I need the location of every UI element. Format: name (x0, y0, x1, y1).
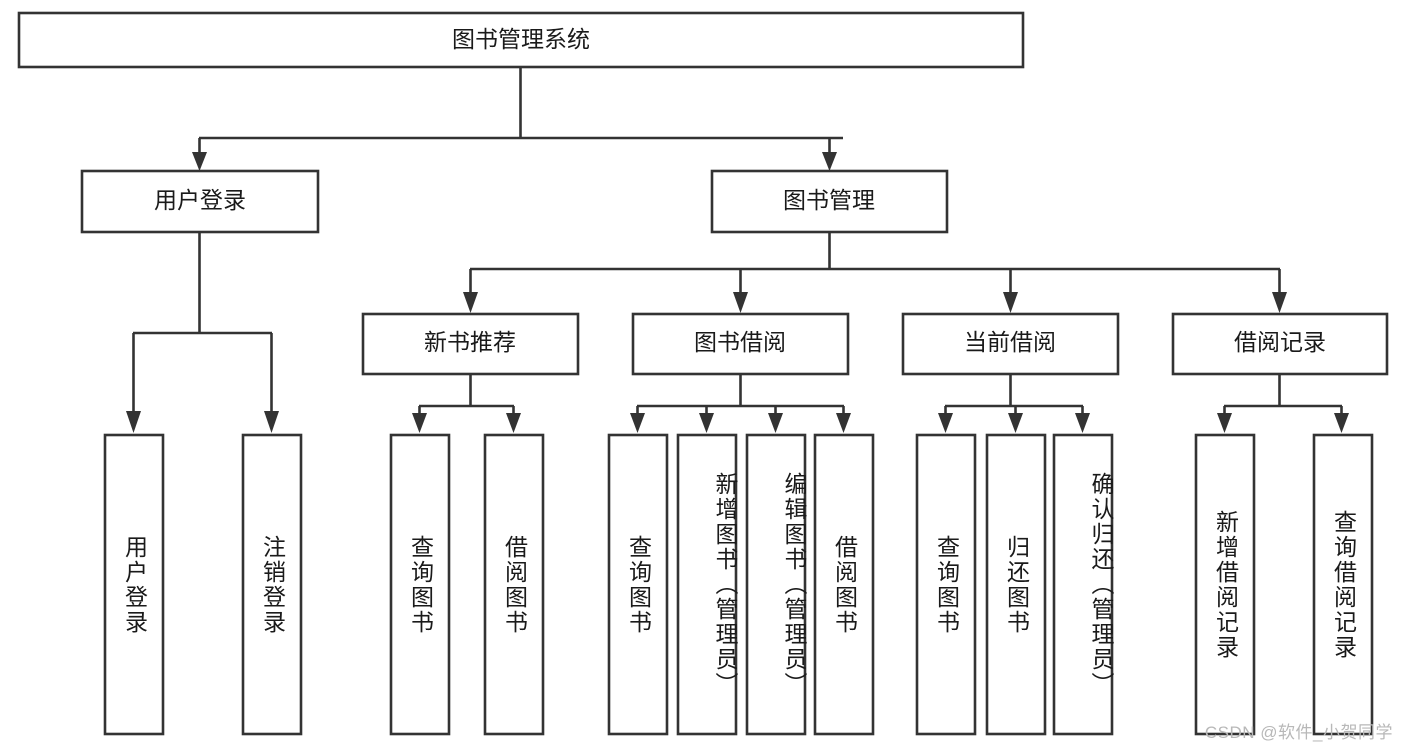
leaf-add-record-box[interactable] (1194, 433, 1256, 736)
connector-borrowrecord-to-leaves (1217, 374, 1349, 433)
leaf-return-book-box[interactable] (985, 433, 1047, 736)
leaf-logout-login-box[interactable] (241, 433, 303, 736)
node-book-borrow-box[interactable] (631, 312, 850, 376)
node-book-management-label: 图书管理 (783, 187, 875, 213)
leaf-query-book-1-box[interactable] (389, 433, 451, 736)
connector-bookmgmt-to-level3 (463, 232, 1287, 313)
leaf-query-record-box[interactable] (1312, 433, 1374, 736)
node-root-label: 图书管理系统 (452, 26, 590, 52)
node-user-login-label: 用户登录 (154, 187, 246, 213)
connector-root-to-level2 (192, 67, 843, 171)
leaf-query-book-2-box[interactable] (607, 433, 669, 736)
node-user-login-box[interactable] (80, 169, 320, 234)
node-book-borrow-label: 图书借阅 (694, 329, 786, 355)
node-current-borrow-label: 当前借阅 (964, 329, 1056, 355)
node-new-book-recommend-box[interactable] (361, 312, 580, 376)
connector-currentborrow-to-leaves (938, 374, 1090, 433)
node-borrow-record-box[interactable] (1171, 312, 1389, 376)
node-root-box[interactable] (17, 11, 1025, 69)
leaf-confirm-return-box[interactable] (1052, 433, 1114, 736)
leaf-query-book-3-box[interactable] (915, 433, 977, 736)
connector-bookborrow-to-leaves (630, 374, 851, 433)
node-book-management-box[interactable] (710, 169, 949, 234)
leaf-borrow-book-2-box[interactable] (813, 433, 875, 736)
leaf-edit-book-box[interactable] (745, 433, 807, 736)
watermark-label: CSDN @软件_小贺同学 (1204, 723, 1393, 742)
leaf-user-login-box[interactable] (103, 433, 165, 736)
connector-newbook-to-leaves (412, 374, 521, 433)
node-borrow-record-label: 借阅记录 (1234, 329, 1326, 355)
node-new-book-recommend-label: 新书推荐 (424, 329, 516, 355)
leaf-borrow-book-1-box[interactable] (483, 433, 545, 736)
connector-userlogin-to-leaves (126, 232, 279, 433)
leaf-add-book-box[interactable] (676, 433, 738, 736)
node-current-borrow-box[interactable] (901, 312, 1120, 376)
